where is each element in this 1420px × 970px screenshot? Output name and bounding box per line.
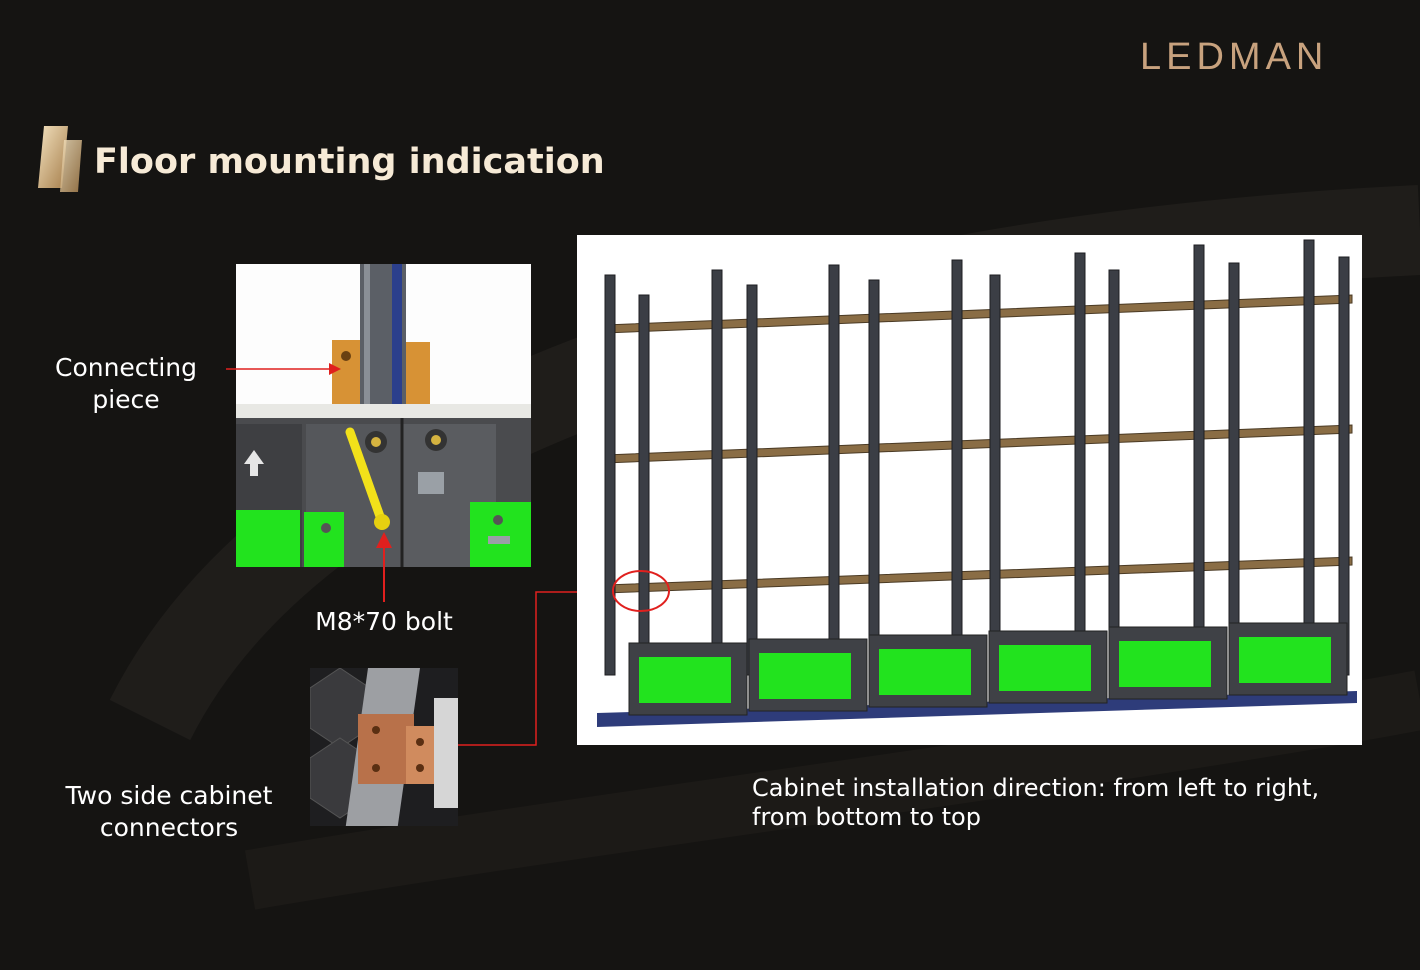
frame-post bbox=[828, 264, 840, 676]
frame-post bbox=[1074, 252, 1086, 676]
frame-post bbox=[1108, 269, 1120, 676]
cabinet-module bbox=[1239, 637, 1331, 683]
cabinet-module bbox=[999, 645, 1091, 691]
frame-post bbox=[868, 279, 880, 676]
side-connectors-label: Two side cabinet connectors bbox=[40, 780, 298, 844]
side-connectors-label-line2: connectors bbox=[99, 813, 239, 842]
connecting-piece-label-line2: piece bbox=[92, 385, 160, 414]
side-connector-callout bbox=[458, 586, 607, 746]
connecting-piece-detail-image bbox=[236, 264, 531, 567]
frame-post bbox=[1303, 239, 1315, 676]
frame-bottom-rail bbox=[597, 691, 1357, 727]
caption-line1: Cabinet installation direction: from lef… bbox=[752, 774, 1320, 802]
connecting-piece-label-line1: Connecting bbox=[54, 353, 198, 382]
caption-line2: from bottom to top bbox=[752, 803, 981, 831]
frame-post bbox=[989, 274, 1001, 676]
side-connector-detail-image bbox=[310, 668, 458, 826]
frame-post bbox=[1228, 262, 1240, 676]
callout-circle bbox=[612, 570, 670, 612]
frame-post bbox=[951, 259, 963, 676]
frame-post bbox=[711, 269, 723, 676]
frame-post bbox=[1193, 244, 1205, 676]
bolt-label: M8*70 bolt bbox=[315, 607, 453, 636]
frame-post bbox=[638, 294, 650, 676]
title-marker-icon bbox=[38, 126, 82, 192]
installation-direction-caption: Cabinet installation direction: from lef… bbox=[752, 774, 1352, 832]
connecting-piece-label: Connecting piece bbox=[40, 352, 212, 416]
cabinet-module bbox=[639, 657, 731, 703]
side-connectors-label-line1: Two side cabinet bbox=[65, 781, 273, 810]
frame-structure-image bbox=[577, 235, 1362, 745]
cabinet-module bbox=[879, 649, 971, 695]
frame-post bbox=[604, 274, 616, 676]
page-title: Floor mounting indication bbox=[94, 142, 605, 182]
frame-post bbox=[1338, 256, 1350, 676]
frame-post bbox=[746, 284, 758, 676]
ledman-logo: LEDMAN bbox=[1140, 36, 1329, 78]
cabinet-module bbox=[759, 653, 851, 699]
cabinet-module bbox=[1119, 641, 1211, 687]
